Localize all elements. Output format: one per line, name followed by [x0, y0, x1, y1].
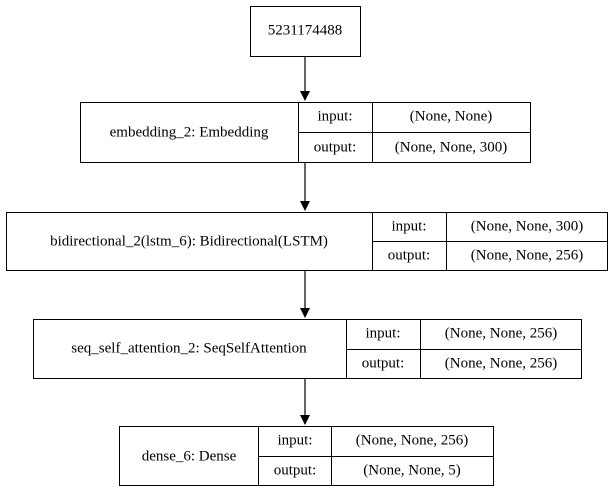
- dense-input-value: (None, None, 256): [355, 432, 469, 449]
- dense-node-label: dense_6: Dense: [141, 448, 237, 465]
- embedding-output-label: output:: [313, 139, 357, 156]
- embedding-output-value: (None, None, 300): [394, 139, 508, 156]
- bidirectional-output-label: output:: [387, 247, 431, 264]
- attention-node-label: seq_self_attention_2: SeqSelfAttention: [71, 340, 307, 357]
- embedding-node-label: embedding_2: Embedding: [109, 124, 269, 141]
- embedding-input-value: (None, None): [409, 108, 493, 125]
- dense-output-value: (None, None, 5): [363, 462, 461, 479]
- dense-output-label: output:: [273, 462, 317, 479]
- input-node: [250, 6, 361, 57]
- bidirectional-node-label: bidirectional_2(lstm_6): Bidirectional(L…: [50, 233, 328, 250]
- attention-output-value: (None, None, 256): [444, 355, 558, 372]
- attention-output-label: output:: [361, 355, 405, 372]
- input-node-label: 5231174488: [267, 22, 343, 39]
- attention-input-value: (None, None, 256): [444, 325, 558, 342]
- embedding-input-label: input:: [317, 108, 353, 125]
- bidirectional-input-value: (None, None, 300): [470, 218, 584, 235]
- bidirectional-input-label: input:: [391, 218, 427, 235]
- attention-input-label: input:: [365, 325, 401, 342]
- dense-input-label: input:: [277, 432, 313, 449]
- bidirectional-output-value: (None, None, 256): [470, 247, 584, 264]
